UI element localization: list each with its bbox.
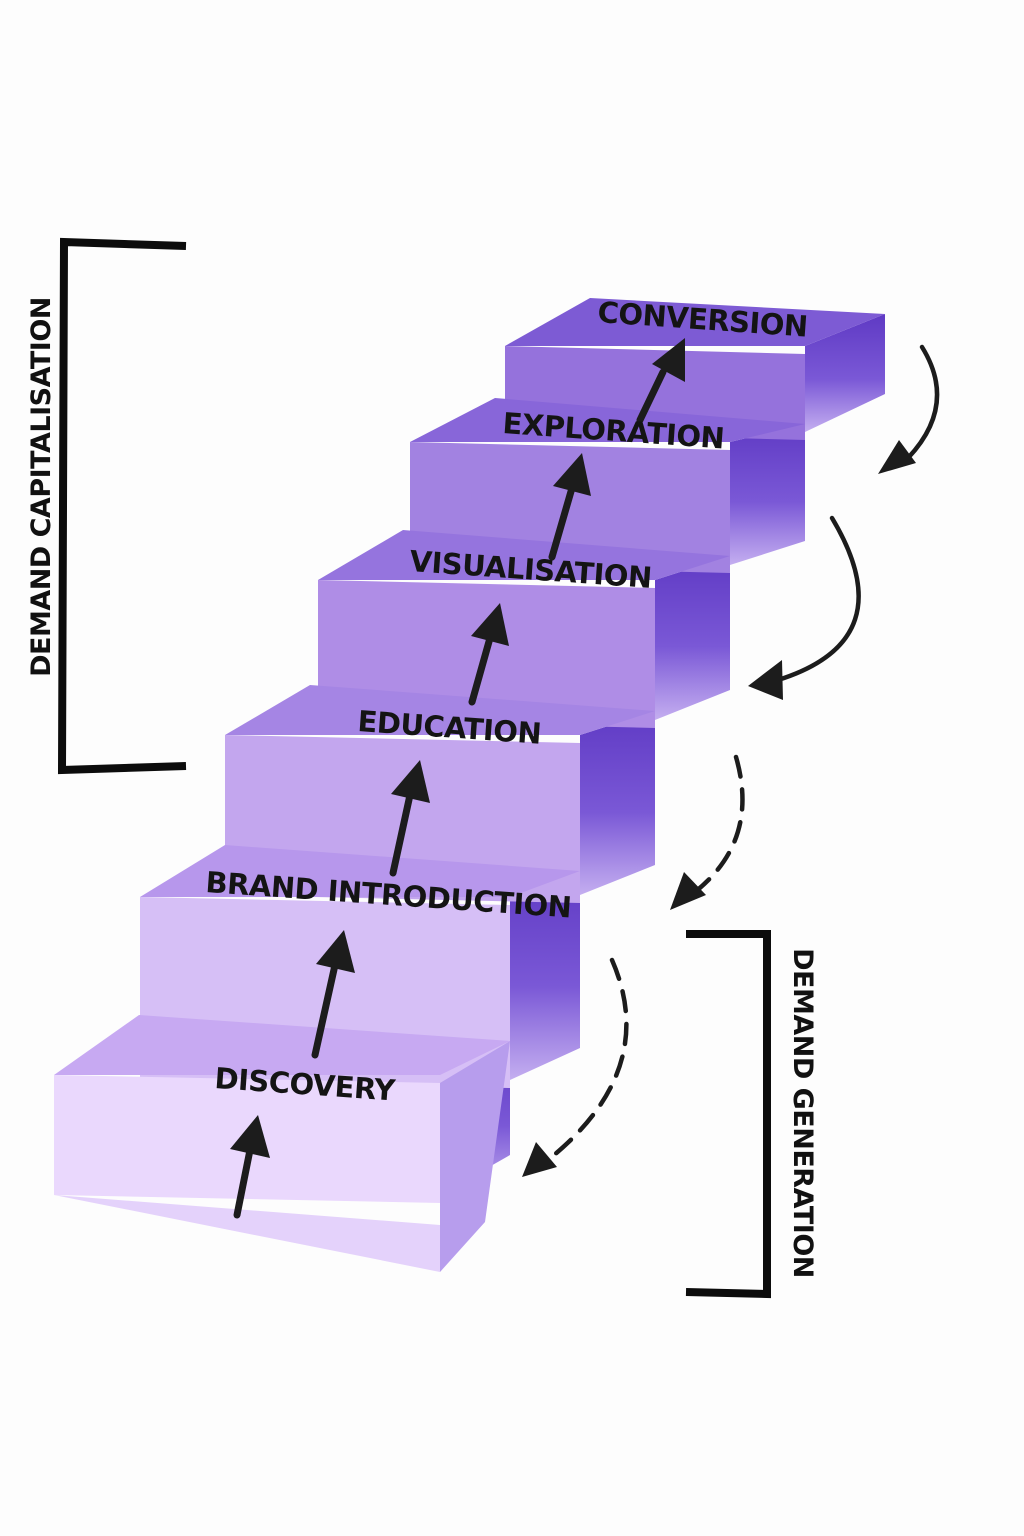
step-side-face: [730, 424, 805, 565]
up-arrow-icon: [548, 453, 591, 561]
up-arrow-icon: [230, 1115, 270, 1219]
demand-capitalisation-bracket: DEMAND CAPITALISATION: [26, 237, 187, 775]
step-tread: [225, 685, 655, 735]
up-arrow-icon: [311, 930, 355, 1059]
base-step-side: [440, 1041, 510, 1272]
up-arrow-icon: [636, 338, 685, 424]
step-tread: [505, 298, 885, 346]
dashed-curved-arrow-icon: [522, 957, 629, 1177]
staircase: [54, 298, 885, 1272]
up-arrow-icon: [389, 760, 430, 877]
up-arrow-icon: [468, 603, 509, 706]
left-bracket-line: [57, 237, 187, 775]
step-side-face: [655, 556, 730, 720]
demand-capitalisation-label: DEMAND CAPITALISATION: [26, 297, 57, 677]
base-step-edge: [54, 1195, 440, 1272]
step-side-face: [580, 711, 655, 895]
curved-arrow-icon: [748, 515, 861, 700]
step-side-face: [805, 314, 885, 432]
right-bracket-line: [685, 930, 771, 1299]
step-tread: [410, 398, 805, 442]
side-arrows: [522, 344, 940, 1177]
step-tread: [54, 1015, 510, 1075]
step-tread: [140, 845, 580, 897]
demand-generation-label: DEMAND GENERATION: [787, 948, 818, 1278]
step-tread: [318, 530, 730, 580]
demand-generation-bracket: DEMAND GENERATION: [685, 930, 818, 1299]
dashed-curved-arrow-icon: [670, 754, 745, 910]
curved-arrow-icon: [878, 344, 940, 474]
up-arrows: [230, 338, 685, 1219]
step-side-face: [510, 871, 580, 1080]
